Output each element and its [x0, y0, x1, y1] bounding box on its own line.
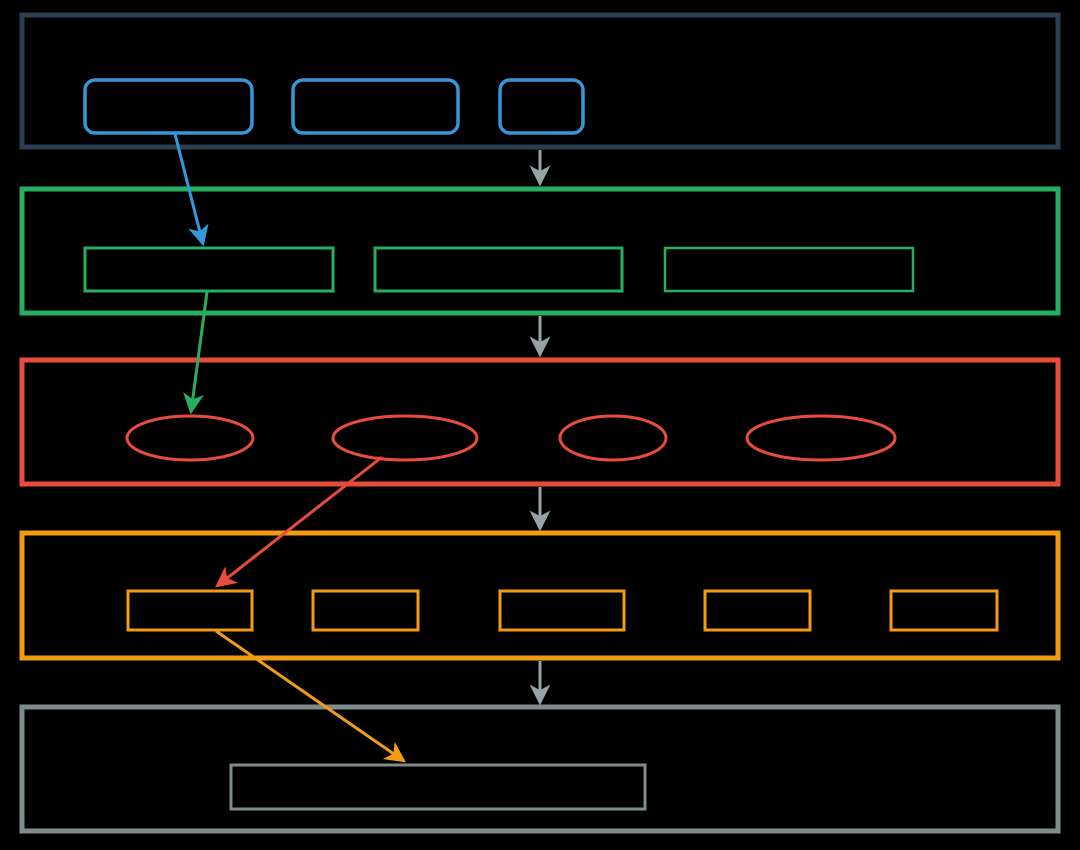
orange-box-4	[703, 589, 812, 632]
orange-box-2	[311, 589, 420, 632]
red-ellipse-1	[125, 414, 255, 462]
layer-5-gray-band	[19, 704, 1061, 834]
layer-2-green-band	[19, 186, 1061, 316]
red-ellipse-2	[331, 414, 479, 462]
layer-4-orange-band	[19, 530, 1061, 661]
orange-box-5	[889, 589, 999, 632]
blue-rounded-box-1	[83, 78, 254, 135]
orange-link-arrow-box1-to-gray-box	[215, 629, 406, 763]
gray-box-1	[229, 763, 647, 811]
layer-1-navy-band	[19, 12, 1061, 150]
orange-box-3	[498, 589, 626, 632]
layer-3-red-band	[19, 357, 1061, 487]
orange-box-1	[126, 589, 254, 632]
red-ellipse-4	[745, 414, 897, 462]
green-box-2	[373, 246, 624, 293]
red-link-arrow-ellipse2-to-orange-box1	[215, 455, 383, 588]
green-box-1	[83, 246, 335, 293]
green-box-3	[663, 246, 915, 293]
blue-link-arrow-box1-to-green-box1	[173, 133, 209, 247]
red-ellipse-3	[558, 414, 668, 462]
green-link-arrow-box1-to-ellipse1	[183, 291, 209, 415]
blue-rounded-box-2	[291, 78, 460, 135]
blue-rounded-box-3	[498, 78, 585, 135]
